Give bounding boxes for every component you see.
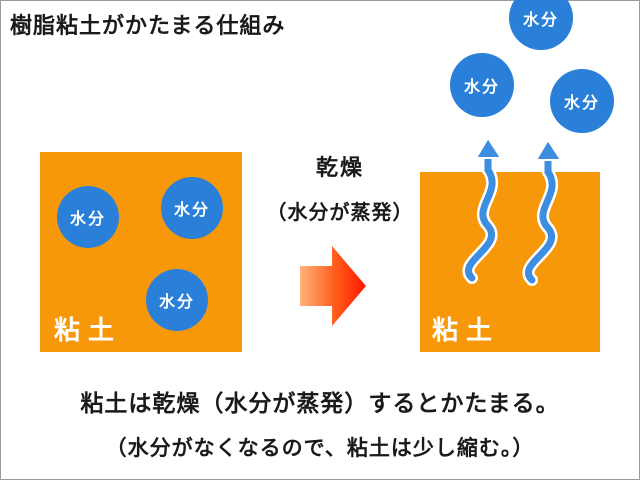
diagram-title: 樹脂粘土がかたまる仕組み: [10, 14, 286, 39]
evaporated-water-drop: 水分: [550, 69, 614, 133]
evaporation-arrow-icon: [462, 136, 503, 284]
evaporated-water-drop: 水分: [509, 0, 573, 50]
process-label: 乾燥: [315, 156, 364, 181]
clay-label-after: 粘土: [432, 316, 501, 346]
water-drop: 水分: [57, 186, 119, 248]
clay-block-after: [420, 172, 600, 352]
caption-sub: （水分がなくなるので、粘土は少し縮む。）: [105, 436, 535, 460]
water-drop: 水分: [161, 177, 223, 239]
clay-label-before: 粘土: [54, 316, 123, 346]
process-annotation: 乾燥 （水分が蒸発）: [255, 150, 425, 225]
drying-arrow-icon: [300, 246, 366, 326]
water-drop: 水分: [146, 269, 208, 331]
evaporation-arrow-icon: [522, 138, 563, 286]
process-note: （水分が蒸発）: [266, 200, 414, 224]
evaporated-water-drop: 水分: [450, 53, 514, 117]
caption-main: 粘土は乾燥（水分が蒸発）するとかたまる。: [80, 391, 560, 417]
